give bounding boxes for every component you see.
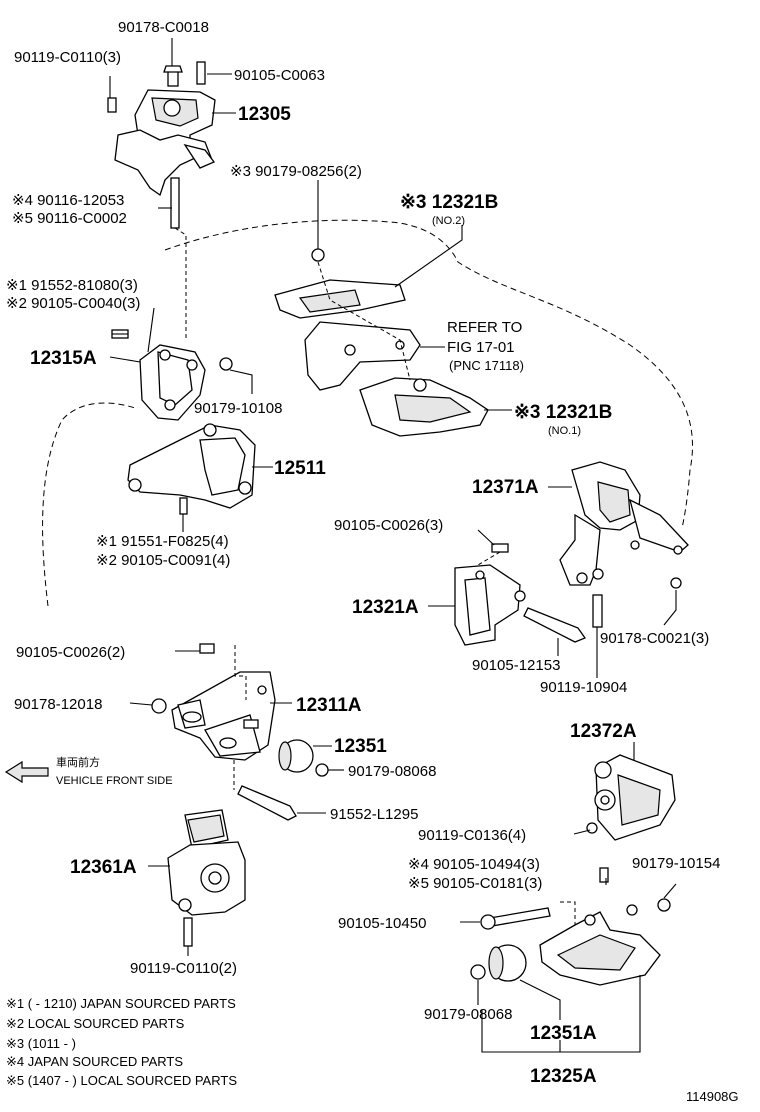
label-vehicle-front-jp: 車両前方 [56, 755, 100, 769]
label-12305: 12305 [238, 104, 291, 125]
label-90119-C0110-2: 90119-C0110(2) [130, 960, 237, 977]
label-90119-C0136: 90119-C0136(4) [418, 827, 526, 844]
footnote-4: ※4 JAPAN SOURCED PARTS [6, 1054, 183, 1069]
label-12361A: 12361A [70, 857, 137, 878]
label-no1: (NO.1) [548, 425, 581, 437]
label-90178-12018: 90178-12018 [14, 696, 102, 713]
label-90105-10494: ※4 90105-10494(3) [408, 856, 540, 873]
bracket-12325A [480, 867, 671, 986]
leader-lines [109, 38, 677, 1053]
footnote-1: ※1 ( - 1210) JAPAN SOURCED PARTS [6, 996, 236, 1011]
stay-12321B-no2 [274, 248, 406, 319]
label-12372A: 12372A [570, 721, 637, 742]
label-90105-C0063: 90105-C0063 [234, 67, 325, 84]
footnote-3: ※3 (1011 - ) [6, 1036, 76, 1051]
label-90179-10108: 90179-10108 [194, 400, 282, 417]
label-90116-C0002: ※5 90116-C0002 [12, 210, 127, 227]
insulator-12351 [278, 739, 329, 777]
stay-12321B-no1 [359, 377, 489, 437]
label-90178-C0021: 90178-C0021(3) [600, 630, 709, 647]
bracket-12311A [151, 643, 297, 821]
label-91552-81080: ※1 91552-81080(3) [6, 277, 138, 294]
label-90105-12153: 90105-12153 [472, 657, 560, 674]
engine-mount-12372A [586, 754, 676, 841]
label-12511: 12511 [274, 458, 326, 479]
label-90105-C0040: ※2 90105-C0040(3) [6, 295, 140, 312]
label-90105-10450: 90105-10450 [338, 915, 426, 932]
label-12325A: 12325A [530, 1066, 597, 1087]
label-90105-C0026-2: 90105-C0026(2) [16, 644, 125, 661]
bracket-12321A [454, 543, 587, 646]
label-12351-top: 12351 [334, 736, 387, 757]
assembly-lines [174, 227, 576, 925]
label-12321A: 12321A [352, 597, 419, 618]
label-fig-17-01: FIG 17-01 [447, 339, 515, 356]
label-91551-F0825: ※1 91551-F0825(4) [96, 533, 229, 550]
label-90178-C0018: 90178-C0018 [118, 19, 209, 36]
label-vehicle-front-en: VEHICLE FRONT SIDE [56, 775, 173, 787]
footnote-5: ※5 (1407 - ) LOCAL SOURCED PARTS [6, 1073, 237, 1088]
part-labels: 90178-C0018 90119-C0110(3) 90105-C0063 1… [6, 19, 720, 1087]
figure-id: 114908G [686, 1089, 739, 1104]
label-12315A: 12315A [30, 348, 97, 369]
footnote-2: ※2 LOCAL SOURCED PARTS [6, 1016, 185, 1031]
label-90105-C0026-3: 90105-C0026(3) [334, 517, 443, 534]
label-pnc-17118: (PNC 17118) [449, 358, 524, 373]
label-12351A: 12351A [530, 1023, 597, 1044]
bracket-center [304, 321, 421, 391]
label-12311A: 12311A [296, 695, 362, 716]
label-90105-C0091: ※2 90105-C0091(4) [96, 552, 230, 569]
label-90179-08068-bot: 90179-08068 [424, 1006, 512, 1023]
label-12371A: 12371A [472, 477, 539, 498]
engine-mount-12305 [107, 61, 216, 229]
label-90179-08068-top: 90179-08068 [348, 763, 436, 780]
engine-mount-12361A [167, 809, 246, 947]
engine-outline [42, 219, 693, 607]
footnotes: ※1 ( - 1210) JAPAN SOURCED PARTS ※2 LOCA… [6, 996, 237, 1088]
label-refer-to: REFER TO [447, 319, 522, 336]
bracket-12315A [111, 329, 233, 421]
label-90105-C0181: ※5 90105-C0181(3) [408, 875, 542, 892]
label-90119-C0110-3: 90119-C0110(3) [14, 49, 121, 66]
label-12321B-no1: ※3 12321B [514, 402, 612, 423]
label-90116-12053: ※4 90116-12053 [12, 192, 124, 209]
label-12321B-no2: ※3 12321B [400, 192, 498, 213]
insulator-12351A [470, 944, 527, 982]
label-no2: (NO.2) [432, 215, 465, 227]
engine-mount-12371A [559, 461, 689, 628]
label-90119-10904: 90119-10904 [540, 679, 627, 696]
vehicle-front-arrow [4, 760, 49, 784]
bracket-12511 [127, 423, 256, 515]
label-90179-08256: ※3 90179-08256(2) [230, 163, 362, 180]
label-91552-L1295: 91552-L1295 [330, 806, 418, 823]
label-90179-10154: 90179-10154 [632, 855, 720, 872]
